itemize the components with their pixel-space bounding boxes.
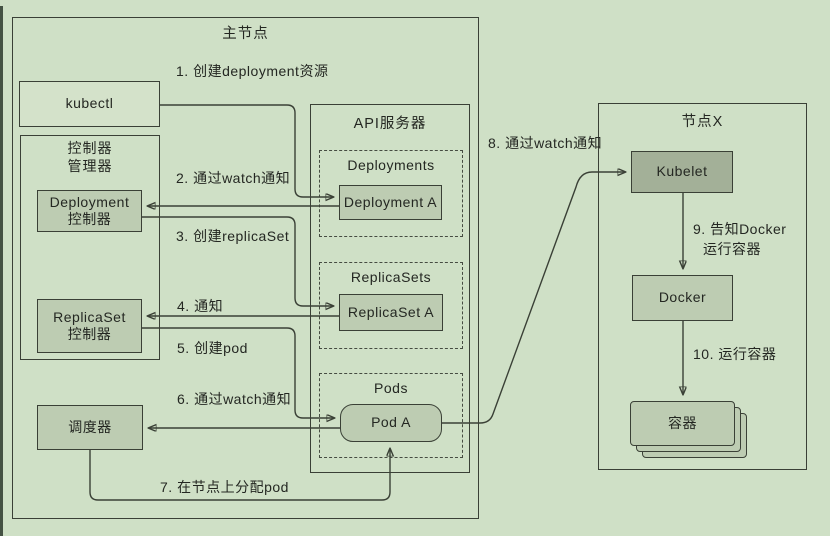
- deployments-group-label: Deployments: [347, 157, 435, 173]
- api-server-title: API服务器: [353, 116, 427, 132]
- kubectl-box: kubectl: [19, 81, 160, 127]
- scheduler-label: 调度器: [68, 418, 112, 435]
- step-2-label: 2. 通过watch通知: [176, 170, 291, 186]
- kubelet-box: Kubelet: [631, 151, 733, 193]
- controller-manager-title: 控制器 管理器: [20, 140, 160, 175]
- scanned-page-edge: [0, 6, 3, 536]
- container-label: 容器: [668, 414, 697, 431]
- pod-a-box: Pod A: [340, 404, 442, 442]
- step-10-label: 10. 运行容器: [693, 346, 777, 362]
- replicaset-controller-line1: ReplicaSet: [53, 308, 126, 325]
- step-8-label: 8. 通过watch通知: [488, 135, 603, 151]
- docker-label: Docker: [658, 289, 707, 306]
- replicaset-controller-box: ReplicaSet 控制器: [37, 299, 142, 353]
- replicaset-controller-line2: 控制器: [67, 326, 112, 342]
- deployment-a-box: Deployment A: [339, 185, 442, 220]
- step-1-label: 1. 创建deployment资源: [176, 63, 329, 79]
- pod-a-label: Pod A: [371, 414, 411, 431]
- scheduler-box: 调度器: [37, 405, 143, 450]
- step-6-label: 6. 通过watch通知: [177, 391, 292, 407]
- step-7-label: 7. 在节点上分配pod: [160, 479, 289, 495]
- container-box: 容器: [630, 401, 735, 446]
- master-node-title: 主节点: [222, 26, 269, 42]
- controller-manager-title-line2: 管理器: [67, 157, 113, 174]
- deployment-controller-box: Deployment 控制器: [37, 190, 142, 232]
- replicaset-a-label: ReplicaSet A: [347, 303, 435, 320]
- step-9-line2: 运行容器: [703, 241, 761, 257]
- node-x-title: 节点X: [681, 114, 724, 130]
- deployment-controller-line1: Deployment: [49, 193, 130, 210]
- kubectl-label: kubectl: [65, 95, 114, 112]
- controller-manager-title-line1: 控制器: [67, 140, 113, 156]
- replicaset-a-box: ReplicaSet A: [339, 294, 443, 331]
- pods-group-label: Pods: [374, 380, 408, 396]
- step-3-label: 3. 创建replicaSet: [176, 228, 290, 244]
- deployment-a-label: Deployment A: [343, 193, 438, 210]
- replicasets-group-label: ReplicaSets: [350, 269, 432, 285]
- kubelet-label: Kubelet: [656, 163, 708, 180]
- step-9-line1: 9. 告知Docker: [693, 221, 787, 237]
- docker-box: Docker: [632, 275, 733, 321]
- step-9-label: 9. 告知Docker 运行容器: [693, 219, 786, 259]
- deployment-controller-line2: 控制器: [67, 211, 112, 227]
- step-4-label: 4. 通知: [177, 298, 224, 314]
- step-5-label: 5. 创建pod: [177, 340, 248, 356]
